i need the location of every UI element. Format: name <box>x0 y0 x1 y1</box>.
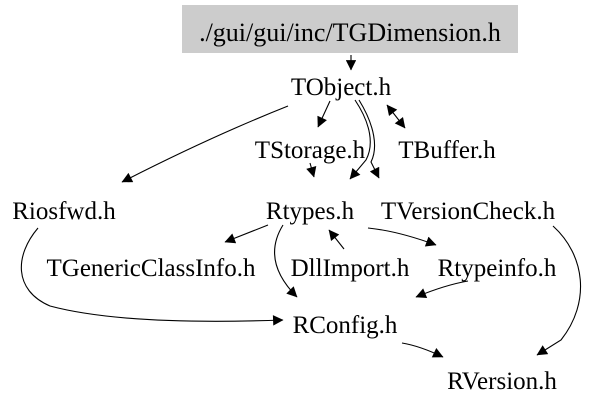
edge-tstorage-to-rtypes <box>306 162 317 178</box>
node-rconfig[interactable]: RConfig.h <box>293 312 398 339</box>
node-dllimport[interactable]: DllImport.h <box>291 255 410 282</box>
node-rtypeinfo[interactable]: Rtypeinfo.h <box>438 255 557 282</box>
edge-rtypeinfo-to-rconfig <box>415 280 469 299</box>
edge-rtypes-to-rconfig <box>273 224 298 298</box>
edge-rtypes-to-tgenericclassinfo <box>224 224 269 244</box>
edge-tobject-to-tstorage <box>317 100 331 128</box>
edge-tobject-to-rtypes <box>349 99 371 180</box>
edge-tobject-to-riosfwd <box>121 105 289 183</box>
node-tgenericclassinfo[interactable]: TGenericClassInfo.h <box>47 255 256 282</box>
node-tobject[interactable]: TObject.h <box>291 74 392 101</box>
edge-riosfwd-to-rconfig <box>20 227 284 326</box>
edge-dllimport-to-rtypes <box>328 229 345 250</box>
node-rtypes[interactable]: Rtypes.h <box>266 198 355 225</box>
edge-tobject-to-tversioncheck <box>358 99 380 179</box>
node-tversioncheck[interactable]: TVersionCheck.h <box>381 198 556 225</box>
node-tbuffer[interactable]: TBuffer.h <box>398 137 496 164</box>
node-tstorage[interactable]: TStorage.h <box>255 137 366 164</box>
node-tgdimension: ./gui/gui/inc/TGDimension.h <box>199 18 501 47</box>
node-riosfwd[interactable]: Riosfwd.h <box>12 198 116 225</box>
edge-tobject-tbuffer-two-way <box>386 104 406 129</box>
node-rversion[interactable]: RVersion.h <box>447 368 557 395</box>
edge-rtypes-to-rtypeinfo <box>367 227 437 247</box>
edge-tversioncheck-to-rversion <box>536 225 582 356</box>
edge-rconfig-to-rversion <box>401 342 444 358</box>
root-node-box <box>182 5 518 53</box>
